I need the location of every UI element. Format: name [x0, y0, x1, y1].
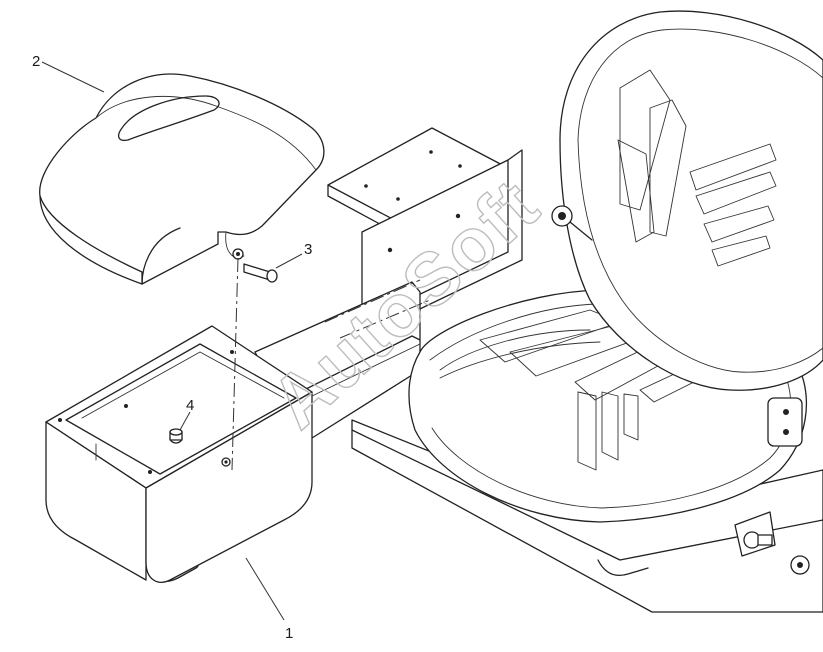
part-4-nut [169, 428, 183, 444]
operator-seat [351, 10, 823, 613]
callout-4: 4 [186, 397, 194, 414]
leader-3 [275, 253, 303, 269]
callout-1: 1 [285, 625, 293, 642]
part-2-cover [39, 73, 325, 285]
part-3-bolt [243, 263, 278, 283]
assembly-centerline [231, 257, 239, 471]
part-1-storage-box [45, 325, 313, 583]
leader-2 [41, 61, 105, 93]
leader-4 [179, 411, 191, 431]
leader-1 [245, 557, 285, 621]
callout-3: 3 [304, 241, 312, 258]
callout-2: 2 [32, 53, 40, 70]
